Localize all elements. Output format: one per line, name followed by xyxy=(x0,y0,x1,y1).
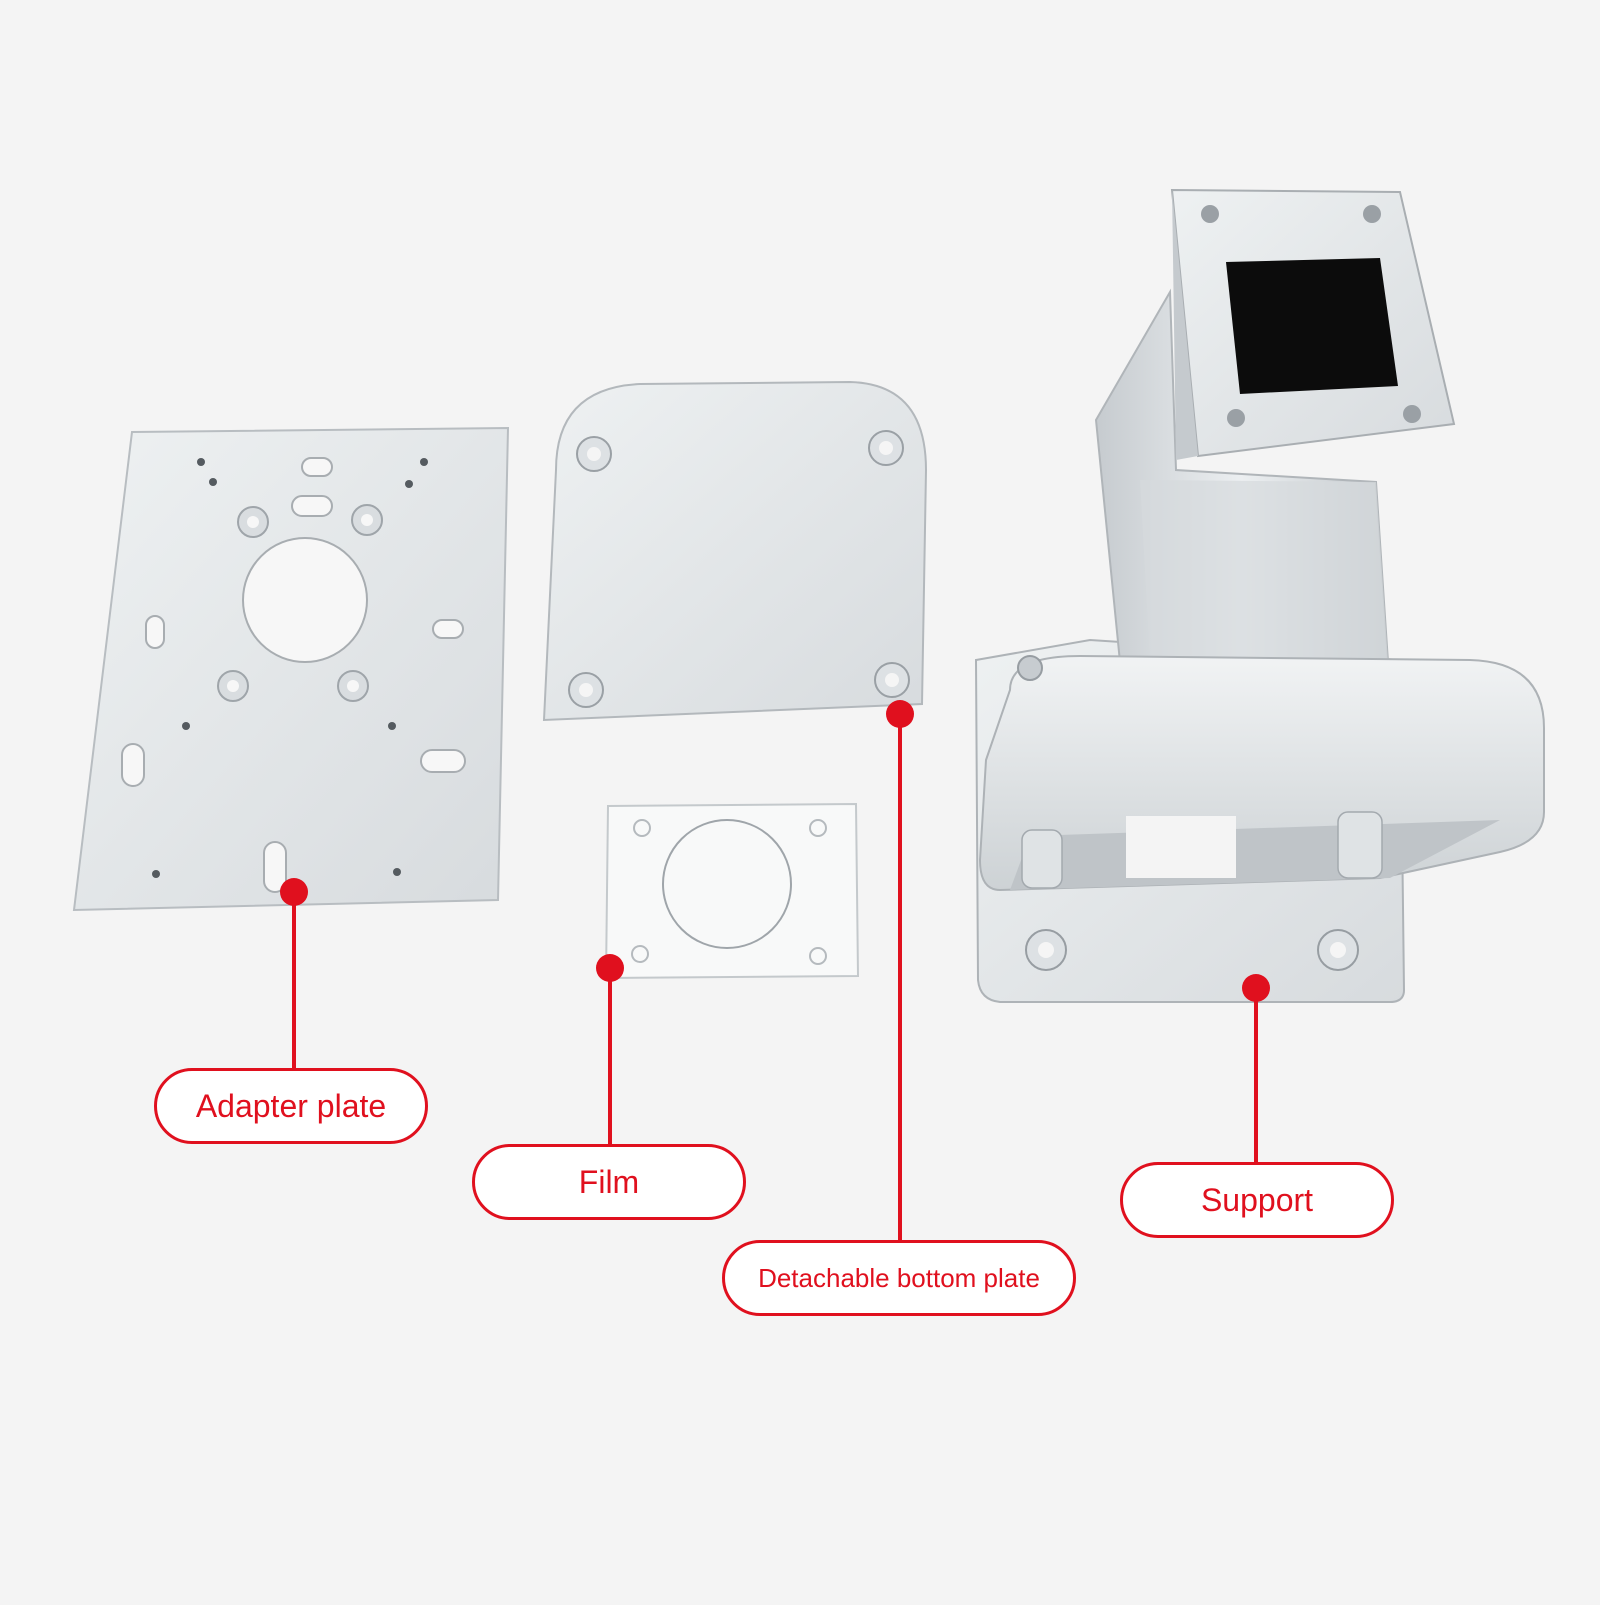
support-post xyxy=(1337,811,1383,879)
adapter-plate-pin-hole xyxy=(197,458,205,466)
adapter-plate-hole xyxy=(247,516,259,528)
support-post xyxy=(1021,829,1063,889)
film-hole xyxy=(809,819,827,837)
adapter-plate-pin-hole xyxy=(420,458,428,466)
film-marker-dot xyxy=(596,954,624,982)
support-illustration xyxy=(974,188,1545,1003)
adapter-plate-hole xyxy=(227,680,239,692)
support-base-hole xyxy=(1017,655,1043,681)
support-base-hole xyxy=(1330,942,1346,958)
adapter-plate-slot xyxy=(263,841,287,893)
adapter-plate-pin-hole xyxy=(152,870,160,878)
adapter-plate-label: Adapter plate xyxy=(154,1068,428,1144)
film-body xyxy=(604,802,860,980)
support-square-opening xyxy=(1226,258,1398,394)
adapter-plate-slot xyxy=(420,749,466,773)
bottom-plate-illustration xyxy=(542,380,928,722)
adapter-plate-pin-hole xyxy=(182,722,190,730)
bottom-plate-body xyxy=(542,380,928,722)
adapter-plate-hole xyxy=(347,680,359,692)
bottom-plate-hole xyxy=(587,447,601,461)
support-base-hole xyxy=(1038,942,1054,958)
adapter-plate-slot xyxy=(145,615,165,649)
bottom-plate-hole xyxy=(879,441,893,455)
support-screw-hole xyxy=(1201,205,1219,223)
bottom-plate-hole xyxy=(885,673,899,687)
adapter-plate-body xyxy=(72,426,510,912)
bottom-plate-hole xyxy=(579,683,593,697)
detachable-bottom-plate-label: Detachable bottom plate xyxy=(722,1240,1076,1316)
callout-leaders xyxy=(280,700,1270,1240)
support-screw-hole xyxy=(1363,205,1381,223)
support-column-face xyxy=(1140,480,1388,662)
support-screw-hole xyxy=(1403,405,1421,423)
adapter-plate-center-hole xyxy=(242,537,368,663)
adapter-plate-slot xyxy=(121,743,145,787)
film-center-cutout xyxy=(662,819,792,949)
adapter-plate-pin-hole xyxy=(405,480,413,488)
support-label: Support xyxy=(1120,1162,1394,1238)
support-screw-hole xyxy=(1227,409,1245,427)
adapter-plate-pin-hole xyxy=(388,722,396,730)
adapter-plate-marker-dot xyxy=(280,878,308,906)
adapter-plate-slot xyxy=(291,495,333,517)
film-illustration xyxy=(604,802,860,980)
adapter-plate-slot xyxy=(432,619,464,639)
support-ring-gap xyxy=(1126,816,1236,878)
bottom-plate-marker-dot xyxy=(886,700,914,728)
adapter-plate-pin-hole xyxy=(209,478,217,486)
adapter-plate-hole xyxy=(361,514,373,526)
adapter-plate-illustration xyxy=(72,426,510,912)
adapter-plate-pin-hole xyxy=(393,868,401,876)
film-hole xyxy=(633,819,651,837)
film-label: Film xyxy=(472,1144,746,1220)
film-hole xyxy=(809,947,827,965)
film-hole xyxy=(631,945,649,963)
adapter-plate-slot xyxy=(301,457,333,477)
support-top-block-side xyxy=(1172,190,1198,460)
support-marker-dot xyxy=(1242,974,1270,1002)
